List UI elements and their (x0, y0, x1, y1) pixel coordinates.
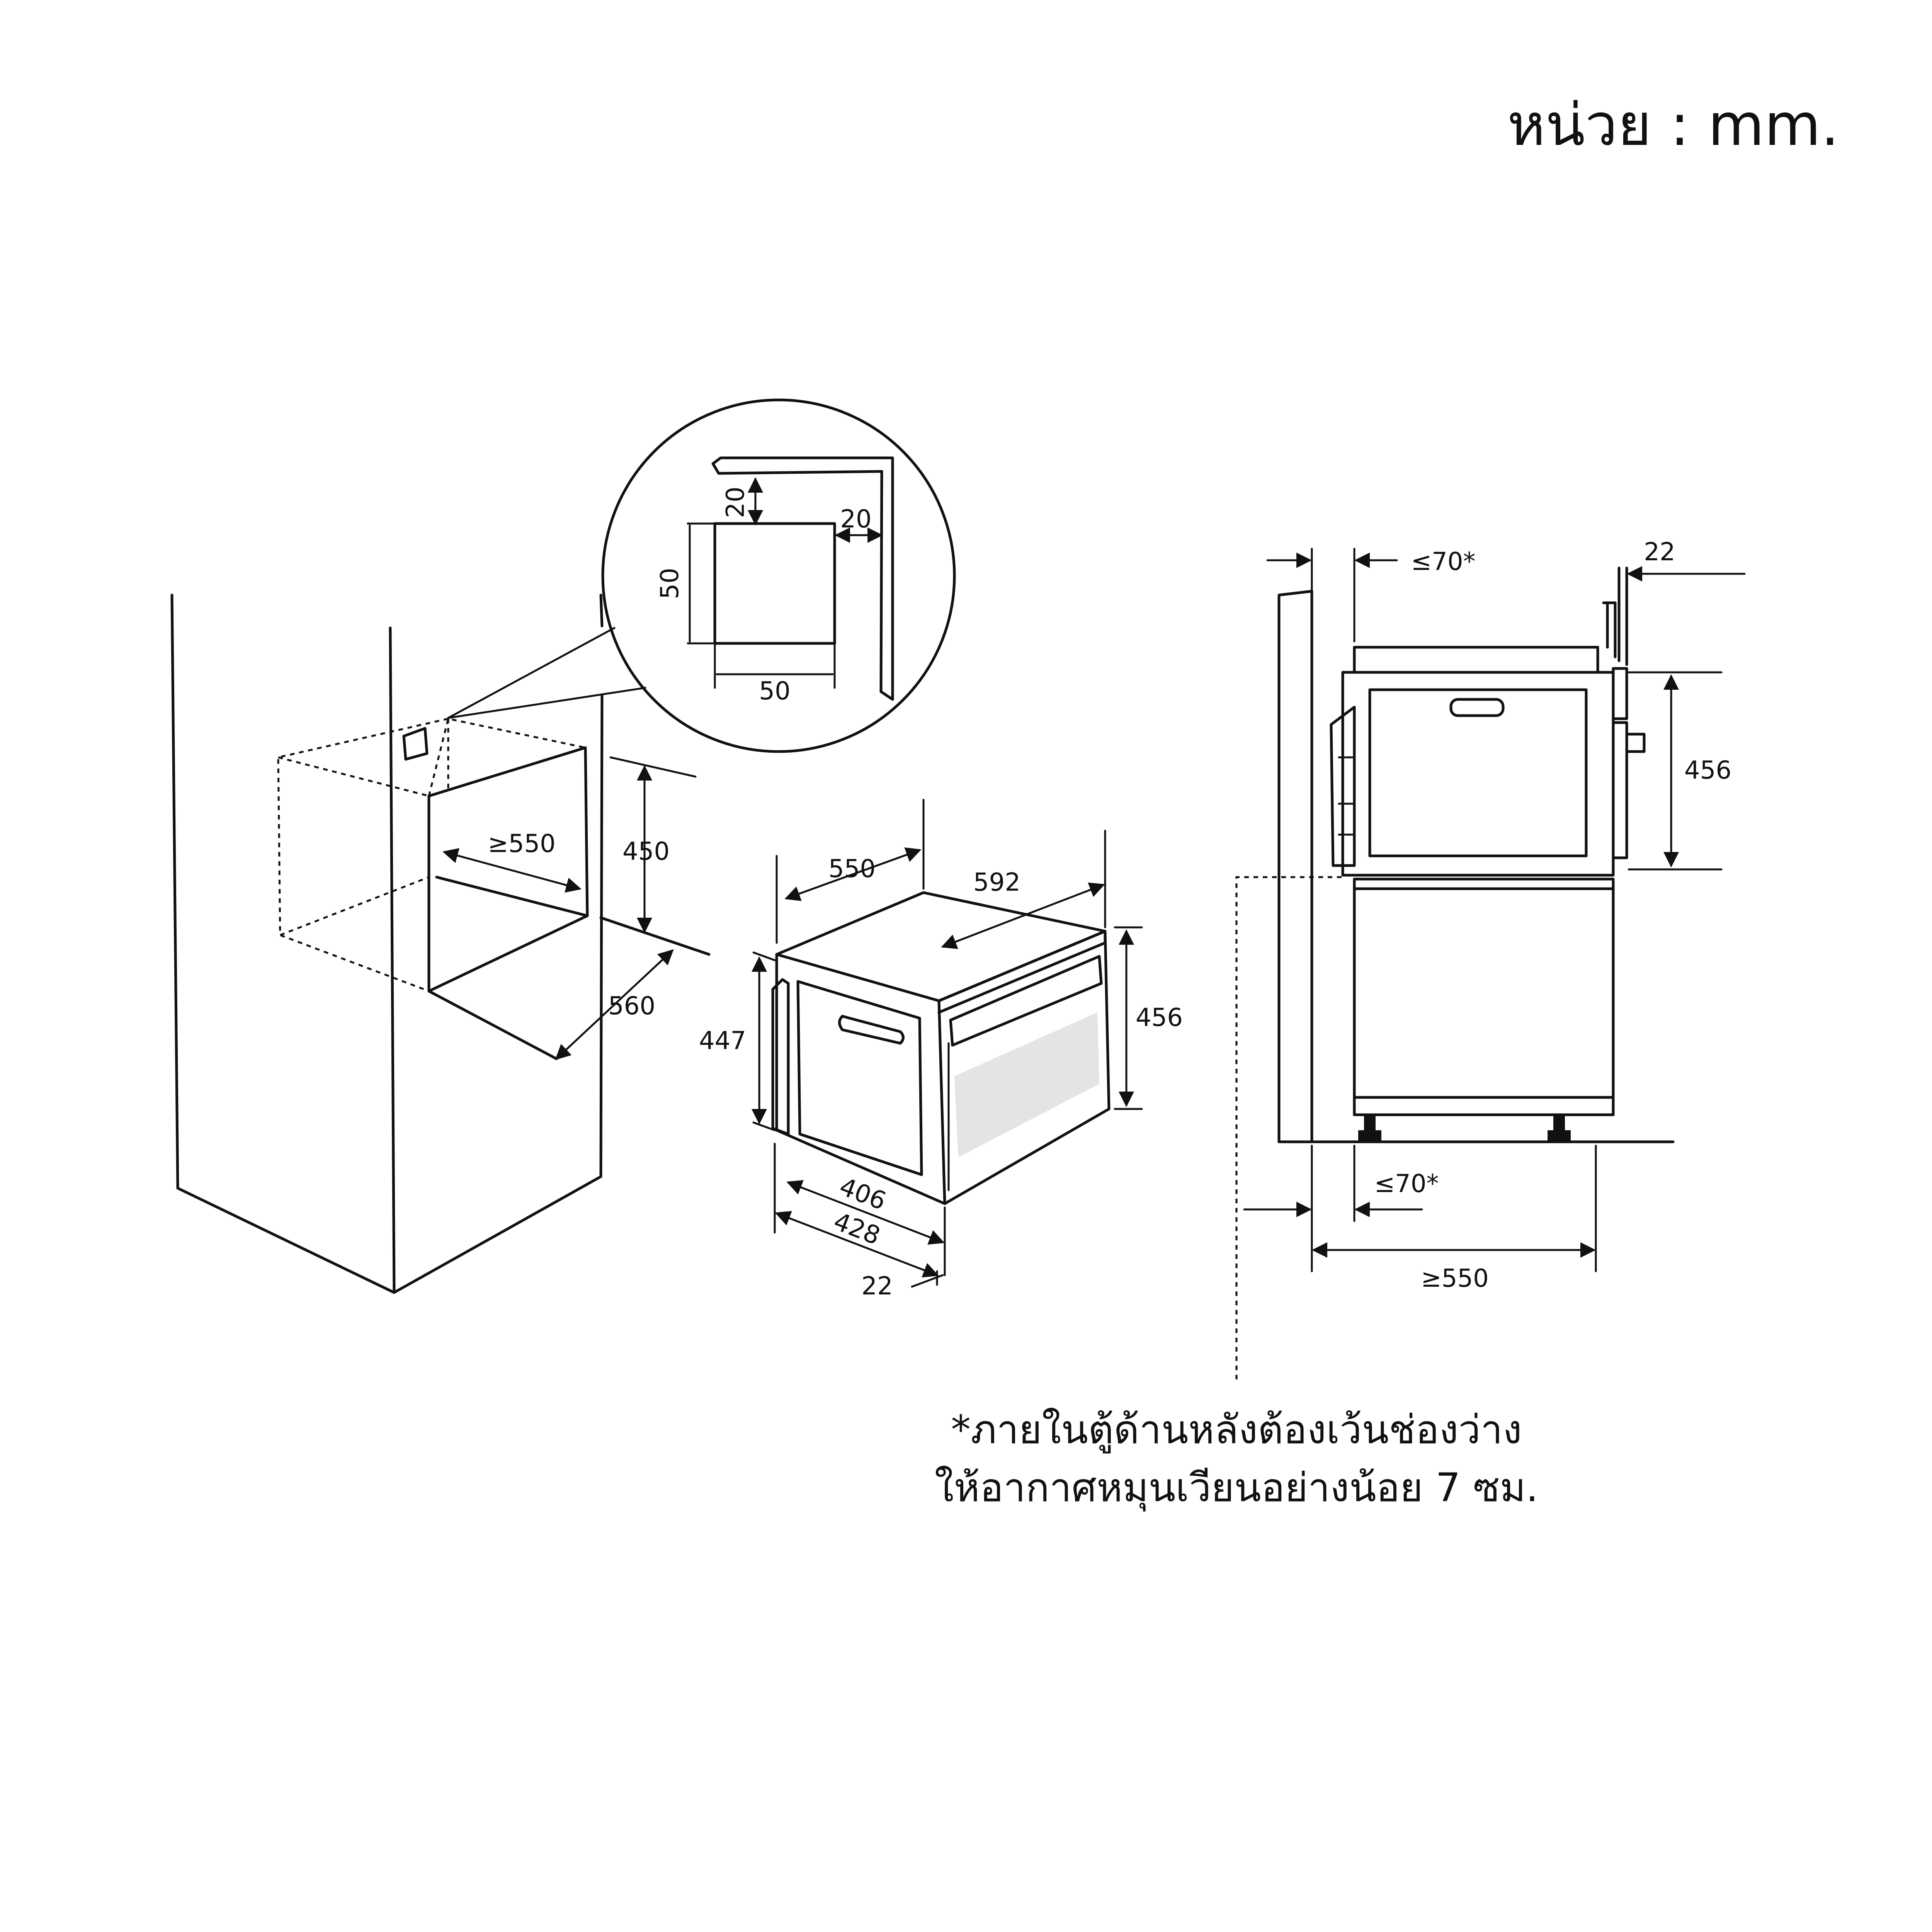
ventilation-note-line2: ให้อากาศหมุนเวียนอย่างน้อย 7 ซม. (935, 1465, 1539, 1512)
detail-width-dim: 50 (759, 677, 790, 706)
unit-label: หน่วย : mm. (1507, 92, 1839, 159)
oven-front-height-dim: 456 (1136, 1003, 1183, 1032)
vent-detail-callout: 20 20 50 50 (601, 398, 956, 753)
ventilation-note-line1: *ภายในตู้ด้านหลังต้องเว้นช่องว่าง (951, 1407, 1522, 1454)
side-top-22-dim: 22 (1644, 538, 1675, 566)
side-depth-dim: ≥550 (1421, 1264, 1489, 1293)
cabinet-drawing: ≥550 450 560 (170, 594, 711, 1294)
side-top-gap-dim: ≤70* (1411, 548, 1475, 576)
side-height-dim: 456 (1684, 756, 1731, 785)
oven-22-dim: 22 (861, 1272, 893, 1301)
niche-height-dim: 450 (622, 837, 670, 866)
side-view-drawing: ≤70* 22 456 ≤70* ≥550 (1235, 538, 1746, 1379)
oven-body-height-dim: 447 (699, 1027, 746, 1055)
oven-depth-dim: 550 (828, 855, 876, 883)
side-bottom-gap-dim: ≤70* (1374, 1170, 1439, 1198)
oven-width-dim: 592 (973, 868, 1020, 897)
detail-height-dim: 50 (656, 568, 684, 599)
detail-top-dim: 20 (721, 486, 750, 518)
oven-isometric-drawing: 550 592 456 447 406 428 22 (699, 799, 1183, 1301)
niche-width-dim: 560 (608, 992, 655, 1020)
detail-side-dim: 20 (840, 505, 871, 534)
niche-depth-dim: ≥550 (488, 830, 556, 858)
